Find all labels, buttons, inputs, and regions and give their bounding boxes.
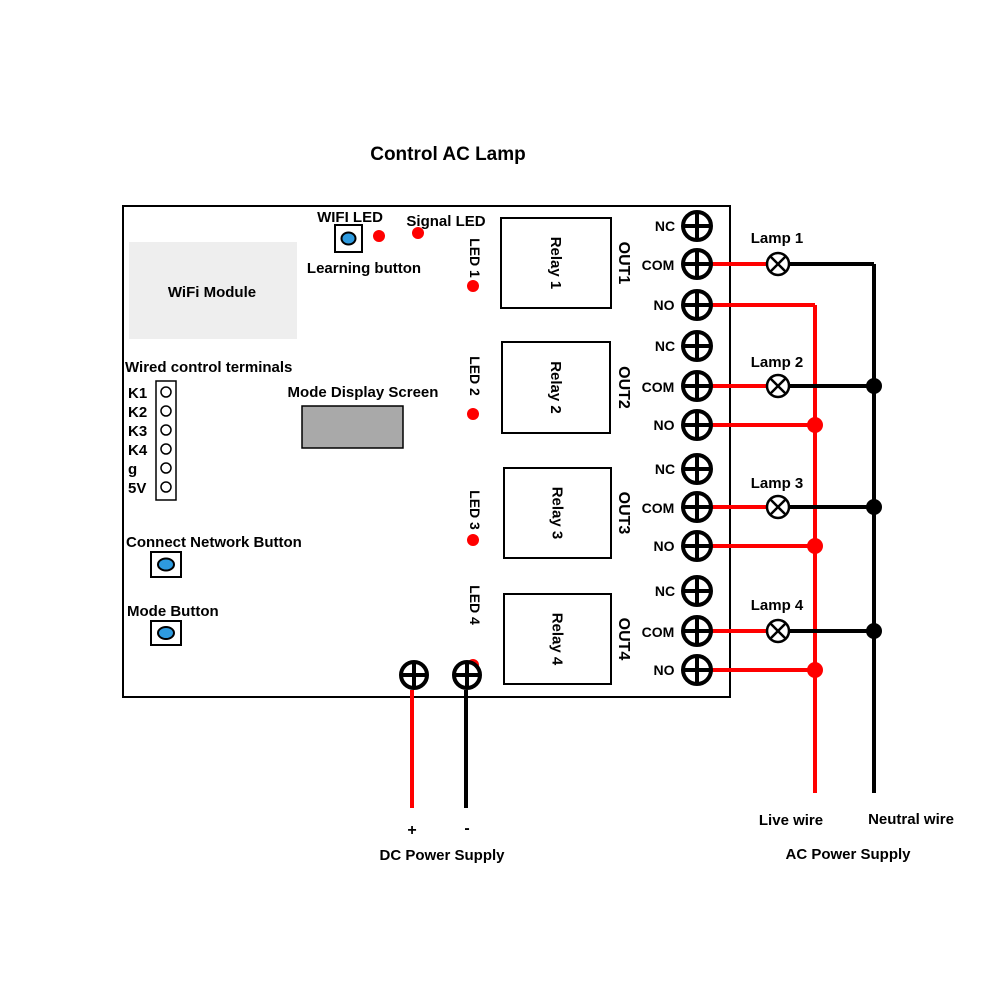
mode-display-label: Mode Display Screen — [288, 384, 439, 401]
terminal-label: K4 — [128, 442, 148, 459]
lamp-icon-4 — [765, 618, 791, 644]
connect-network-button[interactable] — [157, 557, 175, 572]
lamp-label-1: Lamp 1 — [751, 230, 804, 247]
com-label-2: COM — [642, 379, 675, 395]
terminal-pin — [160, 462, 172, 474]
dc-power-supply-label: DC Power Supply — [379, 847, 505, 864]
mode-button[interactable] — [157, 626, 175, 640]
terminal-pin — [160, 405, 172, 417]
led-1 — [467, 280, 479, 292]
led-label-2: LED 2 — [467, 356, 483, 396]
relay-label-1: Relay 1 — [547, 237, 564, 290]
nc-terminal-3 — [681, 453, 713, 485]
mode-display-screen — [301, 405, 404, 449]
com-label-4: COM — [642, 624, 675, 640]
lamp-label-4: Lamp 4 — [751, 597, 804, 614]
com-terminal-2 — [681, 370, 713, 402]
com-label-3: COM — [642, 500, 675, 516]
neutral-junction — [866, 499, 882, 515]
out-label-1: OUT1 — [615, 242, 632, 285]
dc-plus-label: + — [407, 822, 416, 839]
dc-positive-terminal — [399, 660, 429, 690]
out-label-4: OUT4 — [615, 618, 632, 661]
terminal-label: g — [128, 461, 137, 478]
relay-label-3: Relay 3 — [549, 487, 566, 540]
no-label-1: NO — [654, 297, 675, 313]
terminal-pin — [160, 481, 172, 493]
wifi-led-label: WIFI LED — [317, 209, 383, 226]
dc-minus-label: - — [464, 820, 469, 837]
com-label-1: COM — [642, 257, 675, 273]
led-label-3: LED 3 — [467, 490, 483, 530]
mode-button-frame[interactable] — [150, 620, 182, 646]
no-label-2: NO — [654, 417, 675, 433]
relay-4 — [503, 593, 612, 685]
terminal-label: K3 — [128, 423, 147, 440]
dc-negative-terminal — [452, 660, 482, 690]
terminal-pin — [160, 424, 172, 436]
out-label-3: OUT3 — [615, 492, 632, 535]
live-wire-label: Live wire — [759, 812, 823, 829]
nc-terminal-2 — [681, 330, 713, 362]
neutral-junction — [866, 378, 882, 394]
terminal-label: K2 — [128, 404, 147, 421]
nc-label-3: NC — [655, 461, 675, 477]
led-label-4: LED 4 — [467, 585, 483, 625]
connect-button-label: Connect Network Button — [126, 534, 302, 551]
com-terminal-1 — [681, 248, 713, 280]
signal-led-label: Signal LED — [406, 213, 485, 230]
terminal-pin — [160, 443, 172, 455]
lamp-icon-2 — [765, 373, 791, 399]
wifi-led — [373, 230, 385, 242]
signal-led — [412, 227, 424, 239]
live-junction — [807, 662, 823, 678]
lamp-label-3: Lamp 3 — [751, 475, 804, 492]
led-label-1: LED 1 — [467, 238, 483, 278]
live-junction — [807, 417, 823, 433]
nc-label-2: NC — [655, 338, 675, 354]
led-3 — [467, 534, 479, 546]
terminal-pin — [160, 386, 172, 398]
relay-3 — [503, 467, 612, 559]
wired-terminals-label: Wired control terminals — [125, 359, 292, 376]
relay-1 — [500, 217, 612, 309]
relay-label-2: Relay 2 — [547, 361, 564, 414]
diagram-title: Control AC Lamp — [370, 144, 526, 165]
com-terminal-3 — [681, 491, 713, 523]
mode-button-label: Mode Button — [127, 603, 219, 620]
learning-button[interactable] — [340, 231, 357, 246]
nc-terminal-4 — [681, 575, 713, 607]
nc-terminal-1 — [681, 210, 713, 242]
terminal-label: 5V — [128, 480, 146, 497]
no-label-3: NO — [654, 538, 675, 554]
learning-button-label: Learning button — [307, 260, 421, 277]
no-terminal-3 — [681, 530, 713, 562]
no-label-4: NO — [654, 662, 675, 678]
no-terminal-2 — [681, 409, 713, 441]
out-label-2: OUT2 — [615, 366, 632, 409]
nc-label-4: NC — [655, 583, 675, 599]
relay-2 — [501, 341, 611, 434]
neutral-junction — [866, 623, 882, 639]
ac-power-supply-label: AC Power Supply — [785, 846, 911, 863]
relay-label-4: Relay 4 — [549, 613, 566, 666]
wifi-module-label: WiFi Module — [168, 284, 256, 301]
led-2 — [467, 408, 479, 420]
terminal-label: K1 — [128, 385, 147, 402]
no-terminal-1 — [681, 289, 713, 321]
lamp-icon-1 — [765, 251, 791, 277]
neutral-wire-label: Neutral wire — [868, 811, 954, 828]
wifi-module — [129, 242, 297, 339]
com-terminal-4 — [681, 615, 713, 647]
live-junction — [807, 538, 823, 554]
no-terminal-4 — [681, 654, 713, 686]
nc-label-1: NC — [655, 218, 675, 234]
lamp-label-2: Lamp 2 — [751, 354, 804, 371]
lamp-icon-3 — [765, 494, 791, 520]
